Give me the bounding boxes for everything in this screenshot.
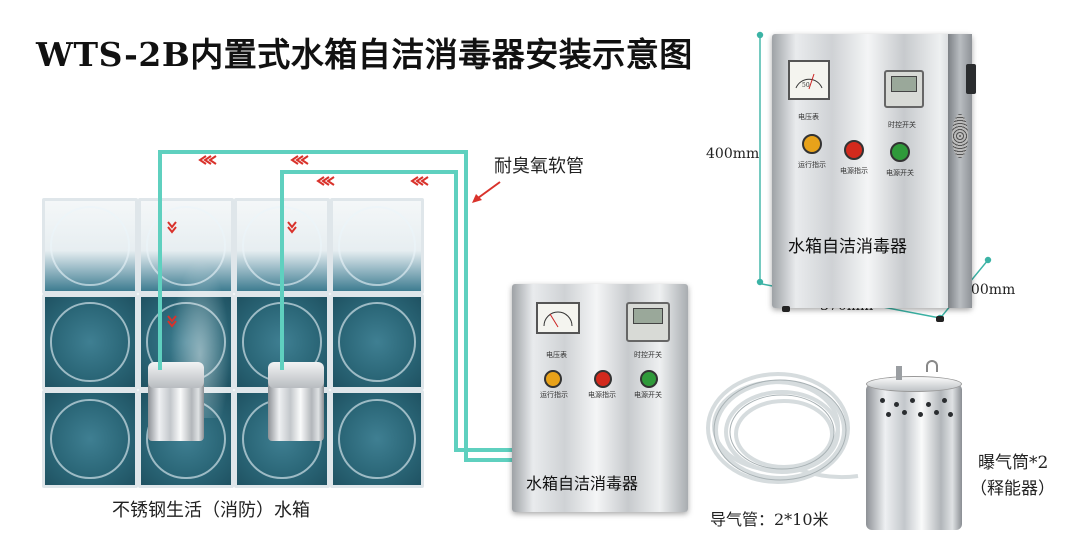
aerator-hook xyxy=(926,360,938,372)
sterilizer-large: 50 电压表 时控开关 运行指示 电源指示 电源开关 水箱自洁消毒器 xyxy=(772,34,976,308)
aerator-cylinder-top xyxy=(866,376,962,392)
run-label: 运行指示 xyxy=(540,391,568,399)
run-indicator xyxy=(802,134,822,154)
page-title: WTS-2B内置式水箱自洁消毒器安装示意图 xyxy=(36,35,693,74)
tank-panel xyxy=(42,198,138,294)
meter-label: 电压表 xyxy=(798,113,819,121)
cylinder-label-2: （释能器） xyxy=(970,479,1055,499)
timer-switch xyxy=(626,302,670,342)
cylinder-label-1: 曝气筒*2 xyxy=(978,453,1049,473)
timer-label: 时控开关 xyxy=(888,121,916,129)
tank-panel xyxy=(330,198,424,294)
pipe-inner xyxy=(280,170,512,452)
aerator-holes xyxy=(876,396,956,420)
aerator-cap xyxy=(148,362,204,388)
power-indicator xyxy=(594,370,612,388)
power-ind-label: 电源指示 xyxy=(588,391,616,399)
tank-panel xyxy=(330,390,424,488)
run-label: 运行指示 xyxy=(798,161,826,169)
timer-switch xyxy=(884,70,924,108)
aerator-nozzle xyxy=(896,366,902,380)
flow-arrow-down xyxy=(167,221,177,234)
hose-pointer xyxy=(477,181,501,199)
power-switch[interactable] xyxy=(640,370,658,388)
flow-arrow xyxy=(290,155,309,165)
voltmeter xyxy=(536,302,580,334)
air-tube-coil-shade xyxy=(713,379,847,481)
tank-label: 不锈钢生活（消防）水箱 xyxy=(112,500,310,521)
hose-label: 耐臭氧软管 xyxy=(494,156,584,177)
tank-panel xyxy=(330,294,424,390)
voltmeter xyxy=(788,60,830,100)
flow-arrow xyxy=(410,176,429,186)
power-sw-label: 电源开关 xyxy=(634,391,662,399)
tank-panel xyxy=(42,390,138,488)
handle xyxy=(966,64,976,94)
tube-label: 导气管：2*10米 xyxy=(710,510,829,529)
aerator-cap xyxy=(268,362,324,388)
power-sw-label: 电源开关 xyxy=(886,169,914,177)
flow-arrow-down xyxy=(287,221,297,234)
vent-fan xyxy=(952,114,968,158)
flow-arrow xyxy=(316,176,335,186)
device-foot xyxy=(782,306,790,312)
sterilizer-small: 电压表 时控开关 运行指示 电源指示 电源开关 水箱自洁消毒器 xyxy=(512,284,688,512)
power-ind-label: 电源指示 xyxy=(840,167,868,175)
tank-panel xyxy=(138,198,234,294)
device-brand-large: 水箱自洁消毒器 xyxy=(788,237,907,257)
aerator-cylinder xyxy=(866,384,962,530)
run-indicator xyxy=(544,370,562,388)
dim-height-label: 400mm xyxy=(706,146,760,162)
hose-pointer-head xyxy=(472,194,482,203)
timer-label: 时控开关 xyxy=(634,351,662,359)
flow-arrow-down xyxy=(167,315,177,328)
device-foot xyxy=(936,316,944,322)
flow-arrow xyxy=(198,155,217,165)
voltmeter-digit: 50 xyxy=(802,82,810,89)
power-indicator xyxy=(844,140,864,160)
device-brand-small: 水箱自洁消毒器 xyxy=(526,474,639,493)
dim-depth-label: 200mm xyxy=(962,282,1016,298)
power-switch[interactable] xyxy=(890,142,910,162)
meter-label: 电压表 xyxy=(546,351,567,359)
tank-panel xyxy=(42,294,138,390)
pipe-outer xyxy=(158,150,512,462)
